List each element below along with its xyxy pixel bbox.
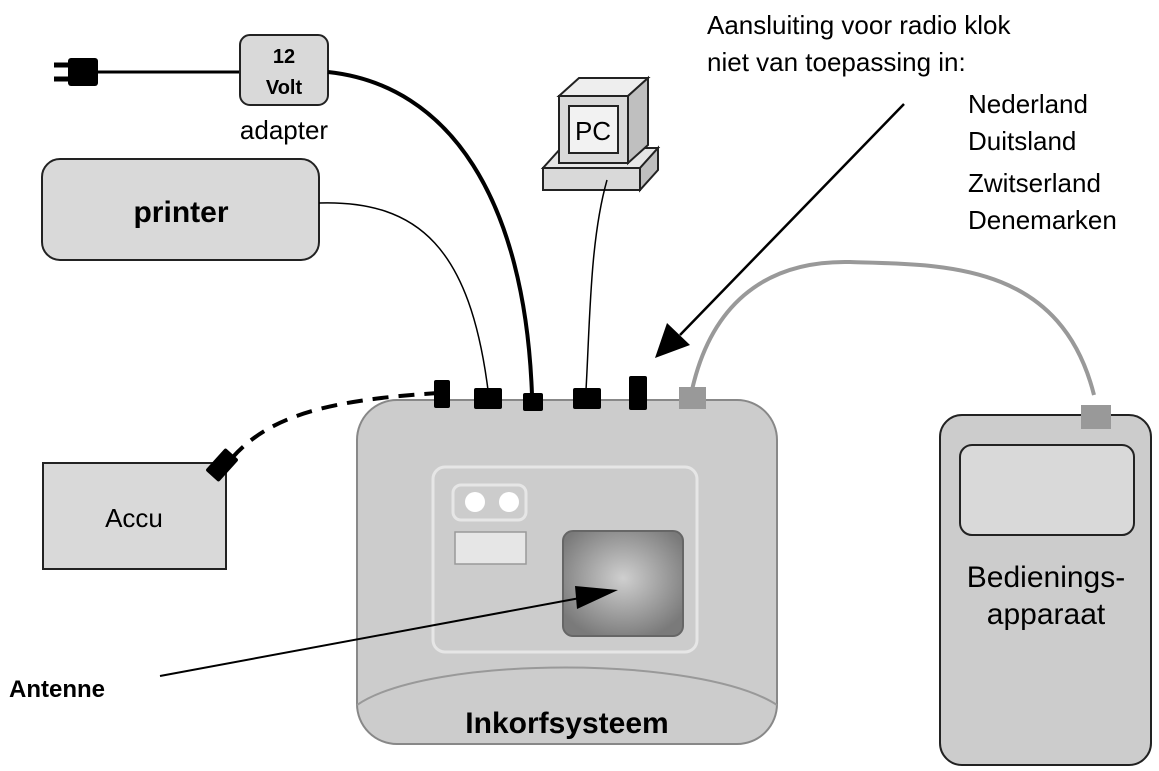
printer-cable: [318, 202, 489, 391]
accu: Accu: [42, 448, 238, 570]
adapter-voltage: 12: [273, 46, 295, 68]
pc-connector: [573, 388, 601, 409]
printer-label: printer: [133, 196, 228, 229]
led-right: [499, 492, 519, 512]
pc-cable: [585, 179, 608, 391]
pc-label: PC: [575, 116, 611, 146]
country-zwitserland: Zwitserland: [968, 168, 1101, 198]
country-duitsland: Duitsland: [968, 126, 1076, 156]
printer-box: [41, 158, 320, 261]
pc-screen: [568, 105, 619, 154]
antenna-window: [562, 530, 684, 637]
accu-cable: [230, 391, 439, 460]
pc: PC: [540, 75, 661, 193]
display-window: [454, 531, 527, 565]
led-left: [465, 492, 485, 512]
accu-connector: [434, 380, 450, 408]
handheld-connector-top: [1081, 405, 1111, 429]
radio-note-line2: niet van toepassing in:: [707, 47, 966, 77]
antenne-arrow: [159, 586, 618, 677]
printer-connector: [474, 388, 502, 409]
adapter: 12 Volt adapter: [239, 34, 329, 145]
country-denemarken: Denemarken: [968, 205, 1117, 235]
bedieningsapparaat: Bedienings- apparaat: [939, 405, 1152, 766]
printer: printer: [41, 158, 320, 261]
antenne-label: Antenne: [9, 676, 105, 703]
accu-label: Accu: [105, 503, 163, 533]
adapter-caption: adapter: [240, 115, 329, 145]
handheld-screen: [959, 444, 1135, 536]
handheld-connector: [679, 387, 706, 409]
handheld-label-line1: Bedienings-: [967, 561, 1125, 594]
handheld-cable: [690, 259, 1096, 396]
radio-clock-arrow: [655, 103, 905, 358]
country-nederland: Nederland: [968, 89, 1088, 119]
radio-clock-note: Aansluiting voor radio klok niet van toe…: [707, 10, 1117, 235]
power-connector: [523, 393, 543, 411]
accu-plug: [206, 448, 238, 482]
accu-box: [42, 462, 227, 570]
adapter-cable: [327, 70, 534, 396]
adapter-unit: Volt: [266, 77, 303, 99]
inkorfsysteem-unit: Inkorfsysteem: [356, 376, 778, 745]
handheld-label-line2: apparaat: [987, 598, 1106, 631]
system-label: Inkorfsysteem: [465, 707, 668, 740]
radio-clock-connector: [629, 376, 647, 410]
radio-note-line1: Aansluiting voor radio klok: [707, 10, 1011, 40]
system-base-curve: [356, 666, 778, 706]
adapter-box: [239, 34, 329, 106]
power-plug: [54, 58, 98, 86]
